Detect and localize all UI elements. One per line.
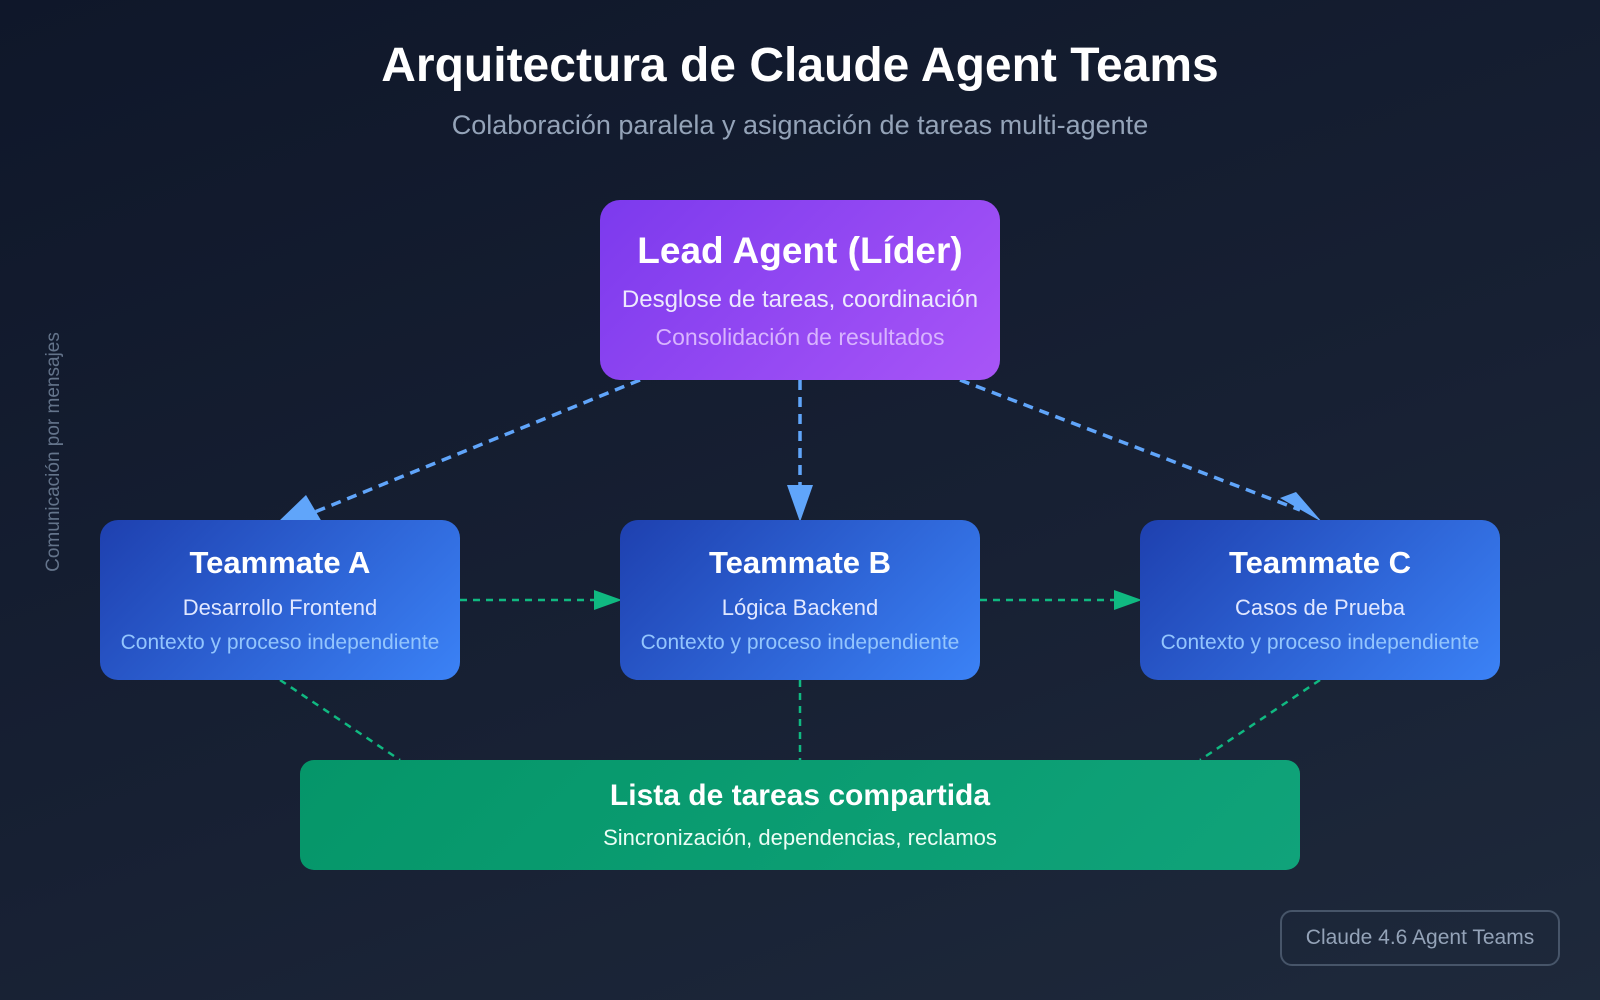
node-line2: Contexto y proceso independiente — [120, 631, 440, 654]
node-line1: Desglose de tareas, coordinación — [621, 285, 979, 313]
shared-task-list-node: Lista de tareas compartida Sincronizació… — [300, 760, 1300, 870]
lead-agent-node: Lead Agent (Líder) Desglose de tareas, c… — [600, 200, 1000, 380]
version-badge: Claude 4.6 Agent Teams — [1280, 910, 1560, 966]
node-line2: Contexto y proceso independiente — [1160, 631, 1480, 654]
node-title: Teammate C — [1228, 545, 1412, 580]
node-line1: Sincronización, dependencias, reclamos — [603, 825, 997, 850]
arrowhead-c — [1280, 492, 1322, 522]
arrowhead-a — [278, 495, 322, 522]
node-line2: Contexto y proceso independiente — [640, 631, 960, 654]
diagram-subtitle: Colaboración paralela y asignación de ta… — [451, 110, 1149, 140]
diagram-title: Arquitectura de Claude Agent Teams — [381, 39, 1219, 92]
arrow-lead-to-a — [299, 378, 641, 520]
node-line2: Consolidación de resultados — [655, 323, 945, 350]
node-title: Lista de tareas compartida — [609, 779, 991, 812]
node-title: Teammate A — [189, 545, 371, 580]
node-title: Teammate B — [708, 545, 892, 580]
teammate-a-node: Teammate A Desarrollo Frontend Contexto … — [100, 520, 460, 680]
teammate-b-node: Teammate B Lógica Backend Contexto y pro… — [620, 520, 980, 680]
link-a-tasks — [279, 678, 401, 762]
teammate-c-node: Teammate C Casos de Prueba Contexto y pr… — [1140, 520, 1500, 680]
arrowhead-b — [787, 485, 813, 522]
node-line1: Desarrollo Frontend — [182, 595, 378, 620]
node-title: Lead Agent (Líder) — [637, 229, 963, 271]
link-c-tasks — [1199, 678, 1321, 762]
node-line1: Lógica Backend — [721, 595, 879, 620]
arrow-lead-to-c — [959, 378, 1301, 512]
node-line1: Casos de Prueba — [1235, 595, 1405, 620]
